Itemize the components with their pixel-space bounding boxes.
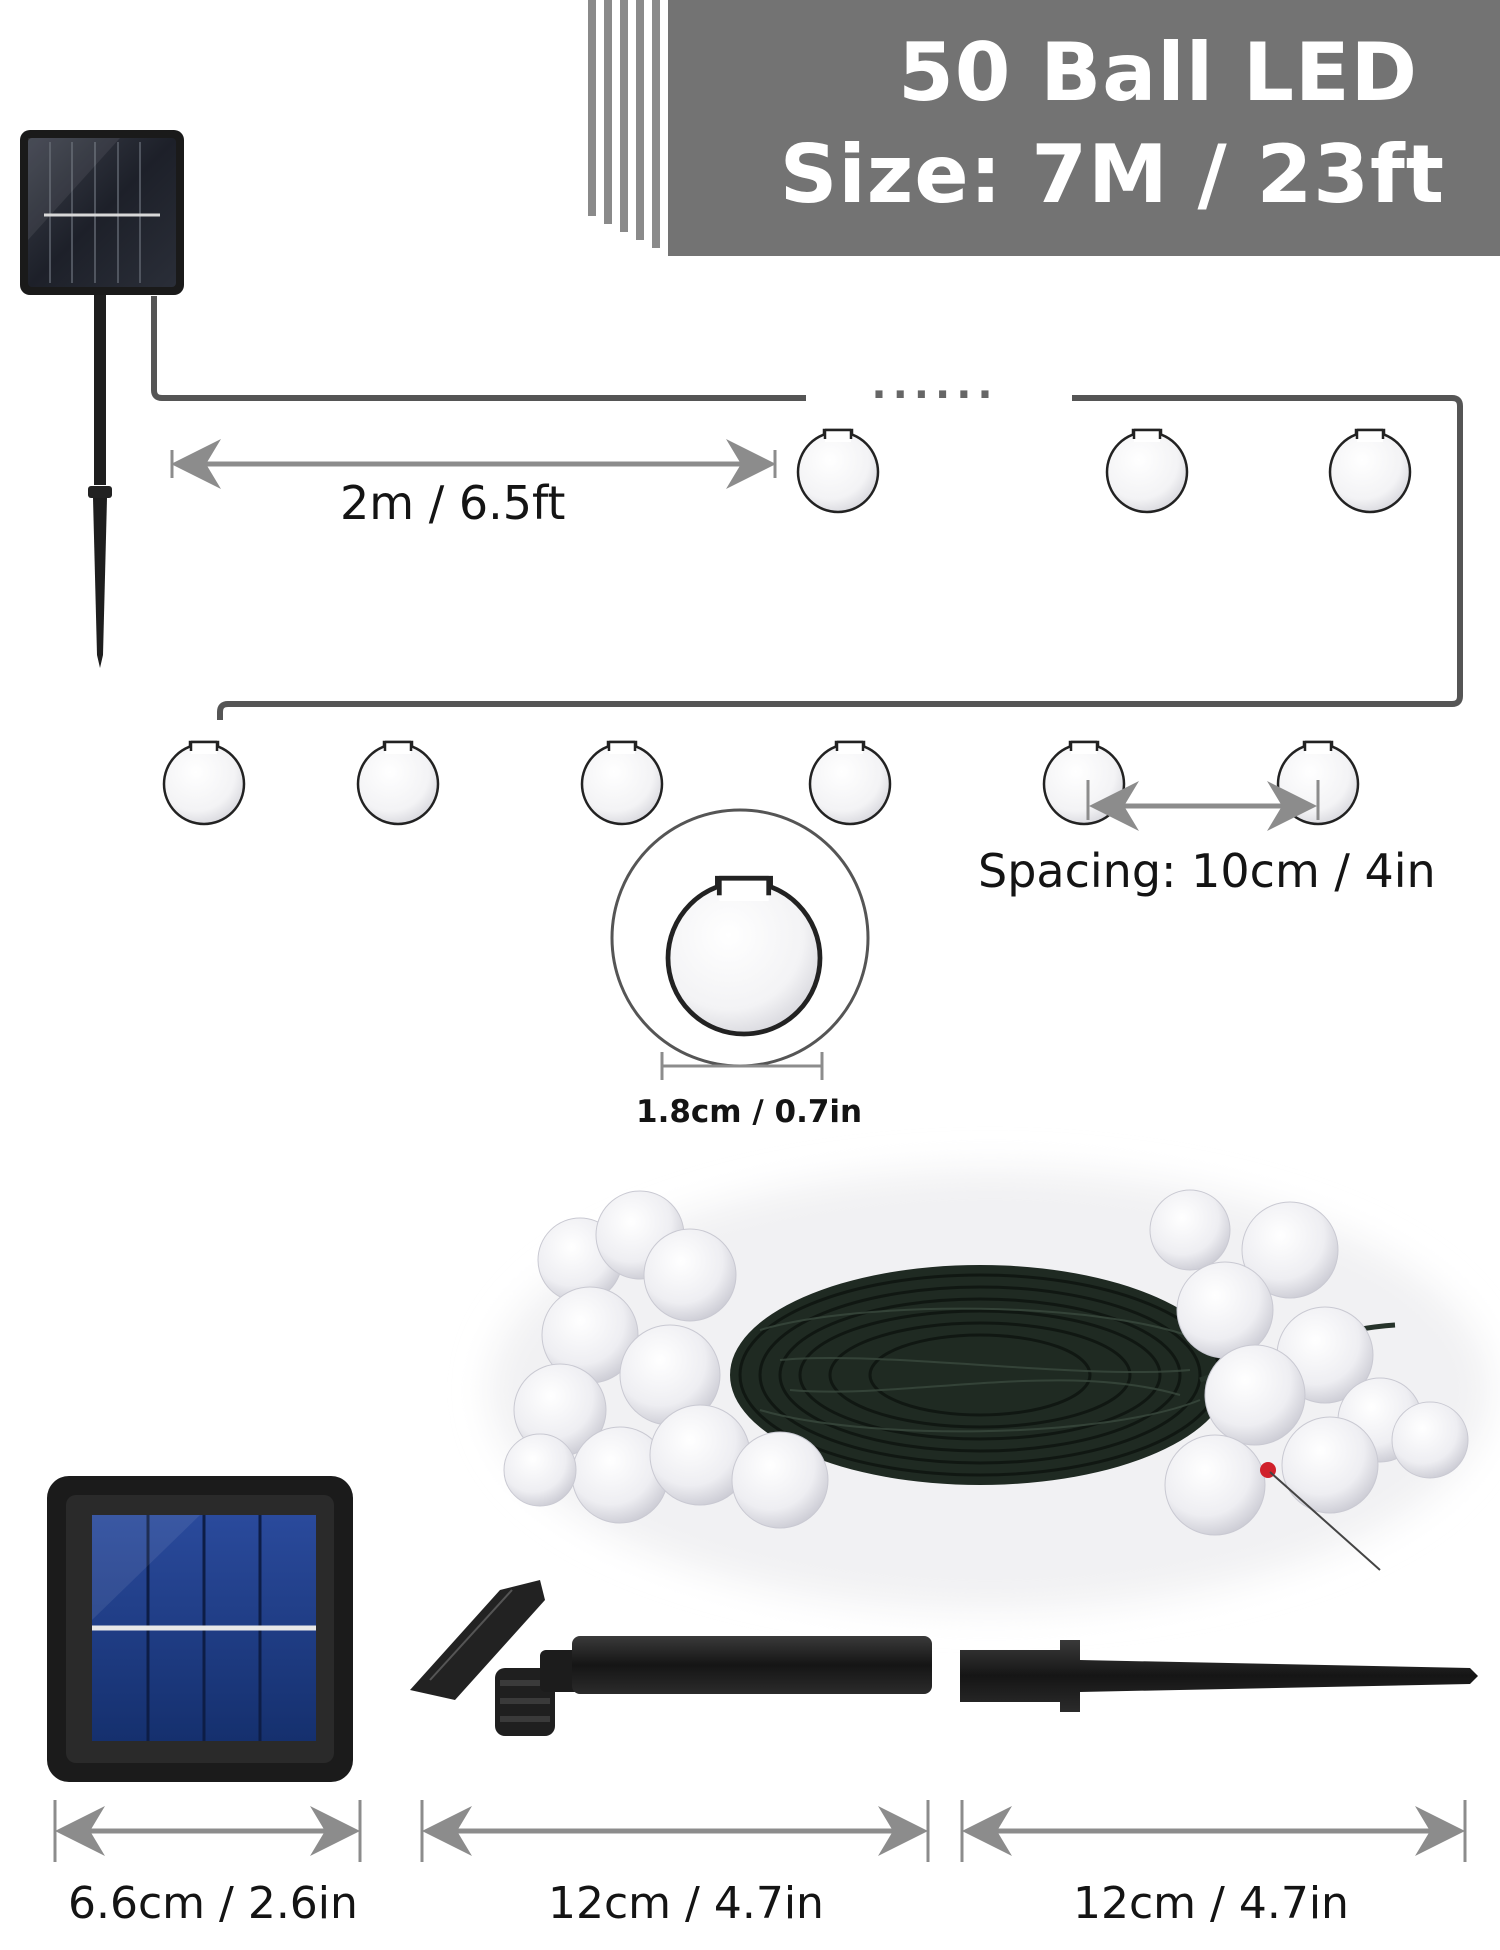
bulb-icon [1042,740,1126,826]
bulb-diameter-label: 1.8cm / 0.7in [636,1094,863,1130]
bulb-icon [1328,428,1412,514]
bulb-zoom [610,808,870,1080]
panel-width-label: 6.6cm / 2.6in [68,1878,358,1929]
bulb-icon [808,740,892,826]
spacing-label: Spacing: 10cm / 4in [978,844,1436,898]
stake-upper-label: 12cm / 4.7in [548,1878,824,1929]
product-size: Size: 7M / 23ft [779,128,1445,221]
stake-lower-label: 12cm / 4.7in [1073,1878,1349,1929]
dimension-arrow-icon [420,1800,930,1862]
ellipsis-text: ······ [871,372,998,418]
bulb-icon [796,428,880,514]
product-title: 50 Ball LED [898,26,1418,119]
solar-panel-icon [20,130,184,295]
bulb-icon [356,740,440,826]
bulb-icon [580,740,664,826]
product-photo [490,1170,1490,1610]
bulb-icon [162,740,246,826]
dimension-arrow-icon [1086,780,1320,831]
stake-icon [410,1580,932,1736]
stake-icon [960,1640,1478,1712]
dimension-arrow-icon [170,439,777,489]
bulb-icon [1105,428,1189,514]
solar-panel-icon [47,1476,353,1782]
stake-icon [88,295,112,668]
header-banner [588,0,1500,256]
dimension-arrow-icon [960,1800,1467,1862]
wire [151,296,1463,720]
dimension-arrow-icon [53,1800,362,1862]
lead-cable-label: 2m / 6.5ft [340,476,566,530]
